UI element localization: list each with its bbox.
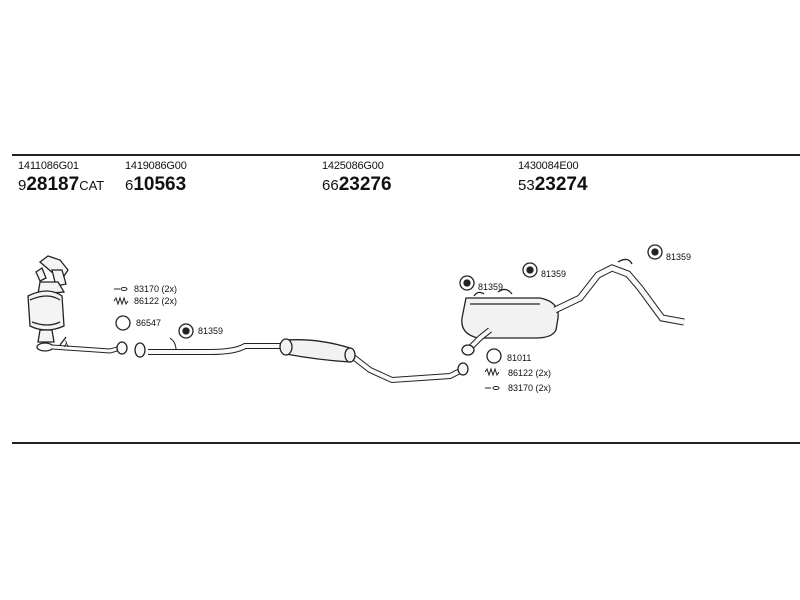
seal-ring-icon: [486, 348, 502, 364]
rear-clamp-label: 83170 (2x): [508, 383, 551, 393]
rear-ring-label: 81011: [507, 353, 531, 363]
front-spring-label: 86122 (2x): [134, 296, 177, 306]
oe-code: 1425086G00: [322, 160, 384, 172]
lambda-sensor-mark: λ: [64, 339, 69, 349]
rubber-hanger-icon: [522, 262, 538, 278]
tailpipe: [473, 258, 685, 326]
part-number: 5323274: [518, 174, 588, 195]
oe-code: 1411086G01: [18, 160, 79, 172]
spring-icon: [484, 367, 500, 377]
rear-hanger-label-a: 81359: [478, 282, 503, 292]
center-pipe: [134, 342, 469, 384]
front-pipe: [36, 336, 128, 355]
part-number: 610563: [125, 174, 187, 195]
front-clamp-label: 83170 (2x): [134, 284, 177, 294]
part-column-4: 1430084E00 5323274: [518, 160, 588, 196]
clamp-icon: [485, 386, 500, 390]
front-gasket-label: 86547: [136, 318, 161, 328]
top-divider: [12, 154, 800, 156]
part-column-1: 1411086G01 928187CAT: [18, 160, 104, 196]
center-silencer: [279, 338, 356, 363]
rear-silencer: [461, 297, 559, 339]
bottom-divider: [12, 442, 800, 444]
rear-spring-label: 86122 (2x): [508, 368, 551, 378]
rubber-hanger-icon: [178, 323, 194, 339]
rear-hanger-label-b: 81359: [541, 269, 566, 279]
clamp-icon: [114, 287, 128, 291]
rear-inlet-pipe: [461, 327, 492, 356]
front-hanger-pin: [169, 337, 177, 351]
part-number: 6623276: [322, 174, 392, 195]
gasket-ring-icon: [115, 315, 131, 331]
part-number: 928187CAT: [18, 174, 105, 195]
catalytic-converter: [27, 255, 69, 343]
part-column-3: 1425086G00 6623276: [322, 160, 392, 196]
oe-code: 1419086G00: [125, 160, 187, 172]
rubber-hanger-icon: [647, 244, 663, 260]
front-hanger-label: 81359: [198, 326, 223, 336]
rubber-hanger-icon: [459, 275, 475, 291]
rear-hanger-label-c: 81359: [666, 252, 691, 262]
part-column-2: 1419086G00 610563: [125, 160, 187, 196]
spring-icon: [113, 296, 129, 306]
oe-code: 1430084E00: [518, 160, 579, 172]
